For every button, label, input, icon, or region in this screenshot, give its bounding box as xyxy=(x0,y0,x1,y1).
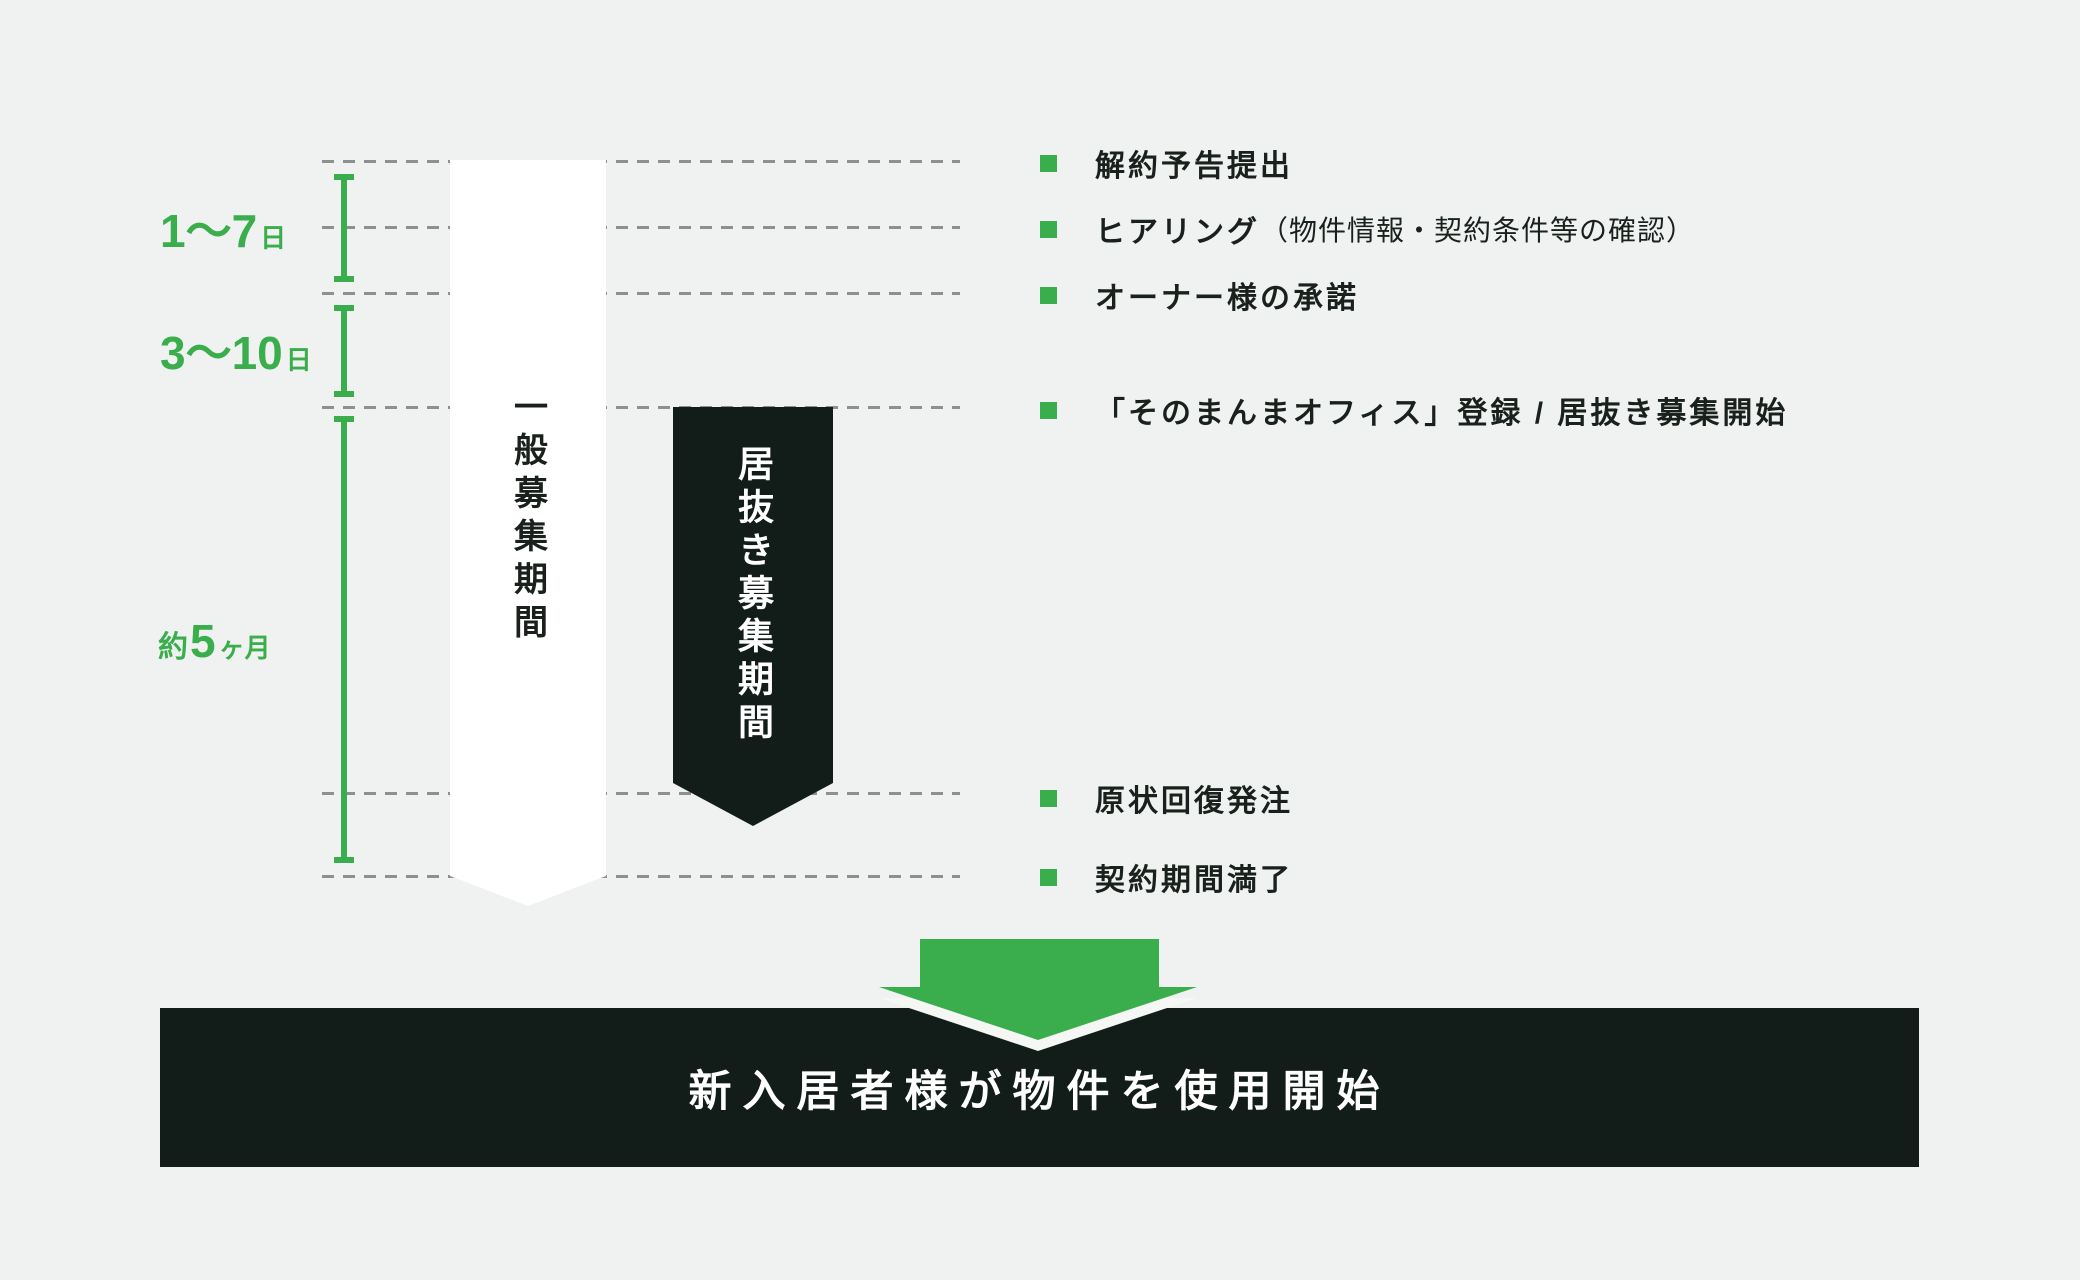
bracket-cap xyxy=(334,391,354,397)
milestone-hearing: ヒアリング （物件情報・契約条件等の確認） xyxy=(1040,207,1695,251)
dashed-line-owner-consent xyxy=(322,292,960,295)
bullet-square-icon xyxy=(1040,220,1057,238)
milestone-restoration-order: 原状回復発注 xyxy=(1040,776,1293,820)
milestone-cancel-notice: 解約予告提出 xyxy=(1040,141,1293,185)
duration-value: 3〜10 xyxy=(160,327,283,379)
dashed-line-restoration-order xyxy=(322,792,960,795)
down-arrow-icon xyxy=(879,939,1197,1051)
bracket-stem xyxy=(341,174,347,282)
duration-value: 5 xyxy=(190,615,216,667)
bracket-stem xyxy=(341,416,347,863)
milestone-owner-consent: オーナー様の承諾 xyxy=(1040,273,1359,317)
general-recruitment-label: 一般募集期間 xyxy=(508,389,547,647)
dashed-line-contract-end xyxy=(322,875,960,878)
bullet-square-icon xyxy=(1040,286,1057,304)
duration-unit: ヶ月 xyxy=(218,633,271,663)
duration-bracket-1 xyxy=(334,174,354,282)
milestone-label: 契約期間満了 xyxy=(1095,864,1293,897)
bracket-cap xyxy=(334,857,354,863)
bracket-cap xyxy=(334,276,354,282)
duration-bracket-2 xyxy=(334,305,354,397)
dashed-line-hearing xyxy=(322,226,960,229)
duration-prefix: 約 xyxy=(158,631,188,664)
milestone-label: ヒアリング xyxy=(1095,216,1260,249)
duration-unit: 日 xyxy=(260,223,287,253)
duration-unit: 日 xyxy=(285,345,312,375)
bullet-square-icon xyxy=(1040,789,1057,807)
inuki-recruitment-label: 居抜き募集期間 xyxy=(733,444,774,746)
bullet-square-icon xyxy=(1040,401,1057,419)
milestone-note: （物件情報・契約条件等の確認） xyxy=(1260,215,1696,246)
general-recruitment-ribbon: 一般募集期間 xyxy=(450,160,606,906)
dashed-line-cancel-notice xyxy=(322,160,960,163)
bullet-square-icon xyxy=(1040,154,1057,172)
duration-bracket-3 xyxy=(334,416,354,863)
bullet-square-icon xyxy=(1040,868,1057,886)
milestone-label: 原状回復発注 xyxy=(1095,785,1293,818)
duration-value: 1〜7 xyxy=(160,205,258,257)
inuki-recruitment-ribbon: 居抜き募集期間 xyxy=(673,407,833,826)
milestone-label: 「そのまんまオフィス」登録 / 居抜き募集開始 xyxy=(1095,397,1789,430)
footer-label: 新入居者様が物件を使用開始 xyxy=(688,1067,1391,1116)
bracket-stem xyxy=(341,305,347,397)
milestone-contract-end: 契約期間満了 xyxy=(1040,855,1293,899)
milestone-registration: 「そのまんまオフィス」登録 / 居抜き募集開始 xyxy=(1040,388,1788,432)
ribbon-shape xyxy=(673,407,833,826)
milestone-label: オーナー様の承諾 xyxy=(1095,282,1359,315)
ribbon-shape xyxy=(450,160,606,906)
dashed-line-registration xyxy=(322,406,960,409)
milestone-label: 解約予告提出 xyxy=(1095,150,1293,183)
